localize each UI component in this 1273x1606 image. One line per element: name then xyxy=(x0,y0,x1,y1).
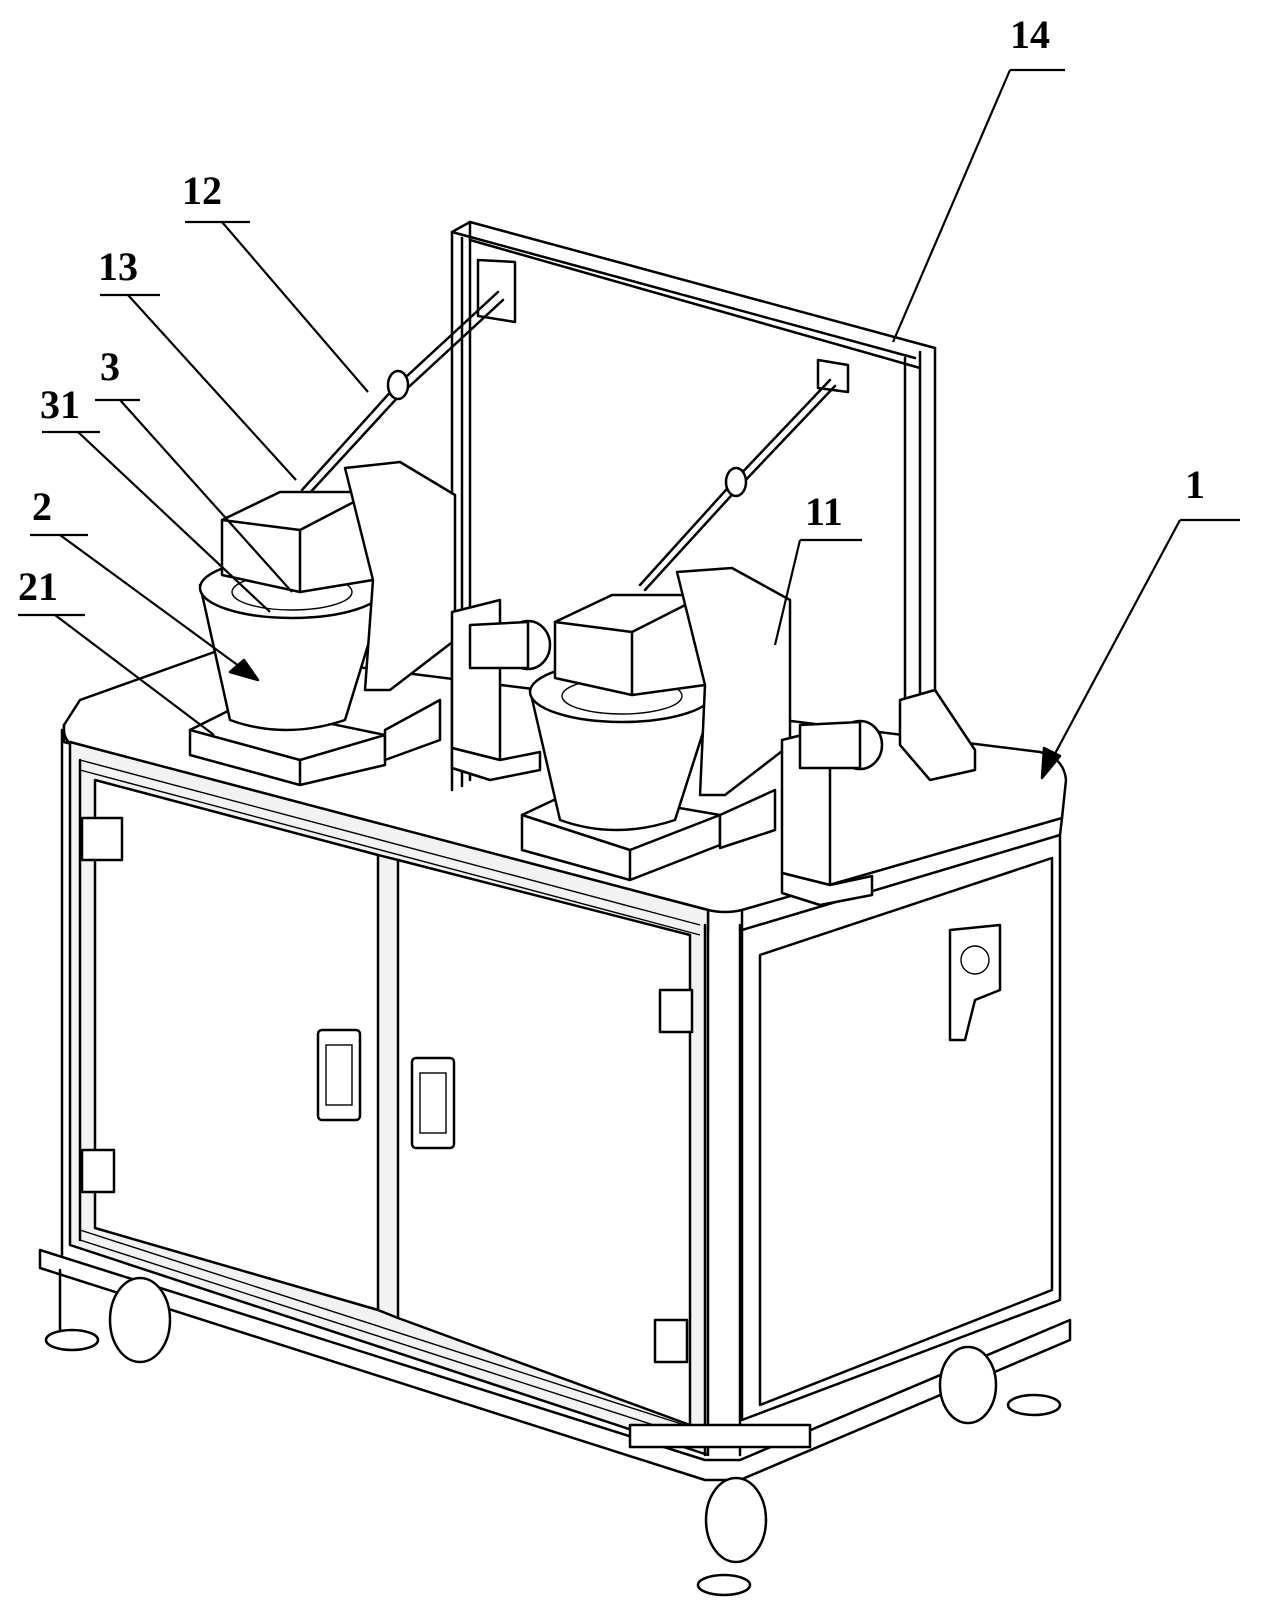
cabinet-frame xyxy=(38,648,1072,1482)
caster-wheels xyxy=(44,1268,1062,1597)
leader-lines xyxy=(18,68,1240,780)
callout-12: 12 xyxy=(182,168,222,213)
gas-struts xyxy=(300,290,837,592)
callout-13: 13 xyxy=(98,244,138,289)
callout-1: 1 xyxy=(1185,462,1205,507)
callout-14: 14 xyxy=(1010,12,1050,57)
motor-brackets xyxy=(450,598,884,907)
callout-31: 31 xyxy=(40,382,80,427)
callout-2: 2 xyxy=(32,484,52,529)
callout-11: 11 xyxy=(805,489,843,534)
callout-21: 21 xyxy=(18,564,58,609)
left-feeder xyxy=(188,460,457,787)
right-feeder xyxy=(520,566,792,882)
overhead-frame xyxy=(450,220,977,792)
callout-3: 3 xyxy=(100,344,120,389)
callout-labels: 14 12 13 3 31 2 21 1 11 xyxy=(18,12,1205,609)
